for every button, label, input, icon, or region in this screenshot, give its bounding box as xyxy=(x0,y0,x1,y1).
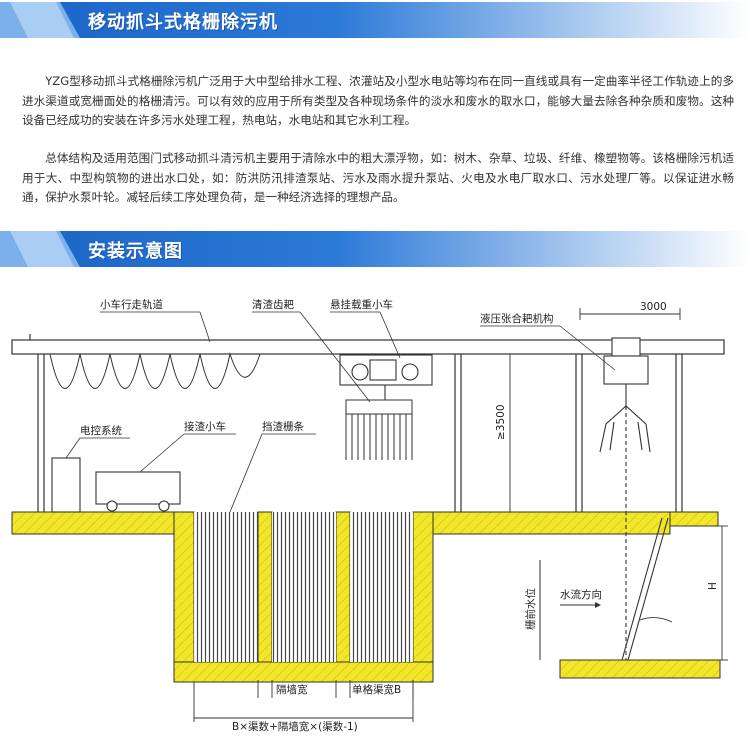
label-total-width: B×渠数+隔墙宽×(渠数-1) xyxy=(232,720,358,733)
intro-paragraph-2: 总体结构及适用范围门式移动抓斗清污机主要用于清除水中的粗大漂浮物，如：树木、杂草… xyxy=(22,151,734,204)
banner-background xyxy=(0,2,750,38)
label-hoist-cart: 悬挂载重小车 xyxy=(330,298,393,311)
cleaning-rake xyxy=(345,399,413,460)
water-level-marker xyxy=(539,560,601,660)
label-cart: 接渣小车 xyxy=(184,420,226,433)
dimension-lines xyxy=(193,308,728,722)
label-water-level: 栅前水位 xyxy=(524,588,537,630)
concrete-foundation xyxy=(11,511,721,683)
label-track: 小车行走轨道 xyxy=(100,298,163,311)
hoist-cart xyxy=(339,354,433,400)
debris-cart xyxy=(95,471,181,512)
label-rake: 清渣齿耙 xyxy=(252,298,294,311)
section-title-install: 安装示意图 xyxy=(88,241,183,262)
inclined-screen xyxy=(621,517,673,661)
intro-paragraph-1: YZG型移动抓斗式格栅除污机广泛用于大中型给排水工程、浓灌站及小型水电站等均布在… xyxy=(22,74,734,127)
label-H: H xyxy=(707,582,719,590)
label-channel-width: 单格渠宽B xyxy=(352,683,401,696)
label-control: 电控系统 xyxy=(80,424,122,437)
gantry-frame xyxy=(11,334,725,512)
label-dim-3500: ≥3500 xyxy=(495,404,507,440)
label-dim-3000: 3000 xyxy=(640,301,667,313)
banner-background xyxy=(0,231,750,267)
label-wall-width: 隔墙宽 xyxy=(276,683,308,696)
label-screen: 挡渣栅条 xyxy=(262,420,304,433)
label-hydraulic: 液压张合耙机构 xyxy=(480,312,554,325)
section-banner-install: 安装示意图 xyxy=(0,231,750,267)
control-cabinet xyxy=(51,457,81,513)
section-title-intro: 移动抓斗式格栅除污机 xyxy=(88,12,278,33)
screen-bars xyxy=(194,512,413,662)
section-banner-intro: 移动抓斗式格栅除污机 xyxy=(0,2,750,38)
leader-lines xyxy=(65,311,616,513)
installation-diagram: 小车行走轨道 清渣齿耙 悬挂载重小车 液压张合耙机构 3000 电控系统 接渣小… xyxy=(11,298,728,733)
hydraulic-grab xyxy=(599,337,651,660)
label-flow: 水流方向 xyxy=(560,588,602,601)
